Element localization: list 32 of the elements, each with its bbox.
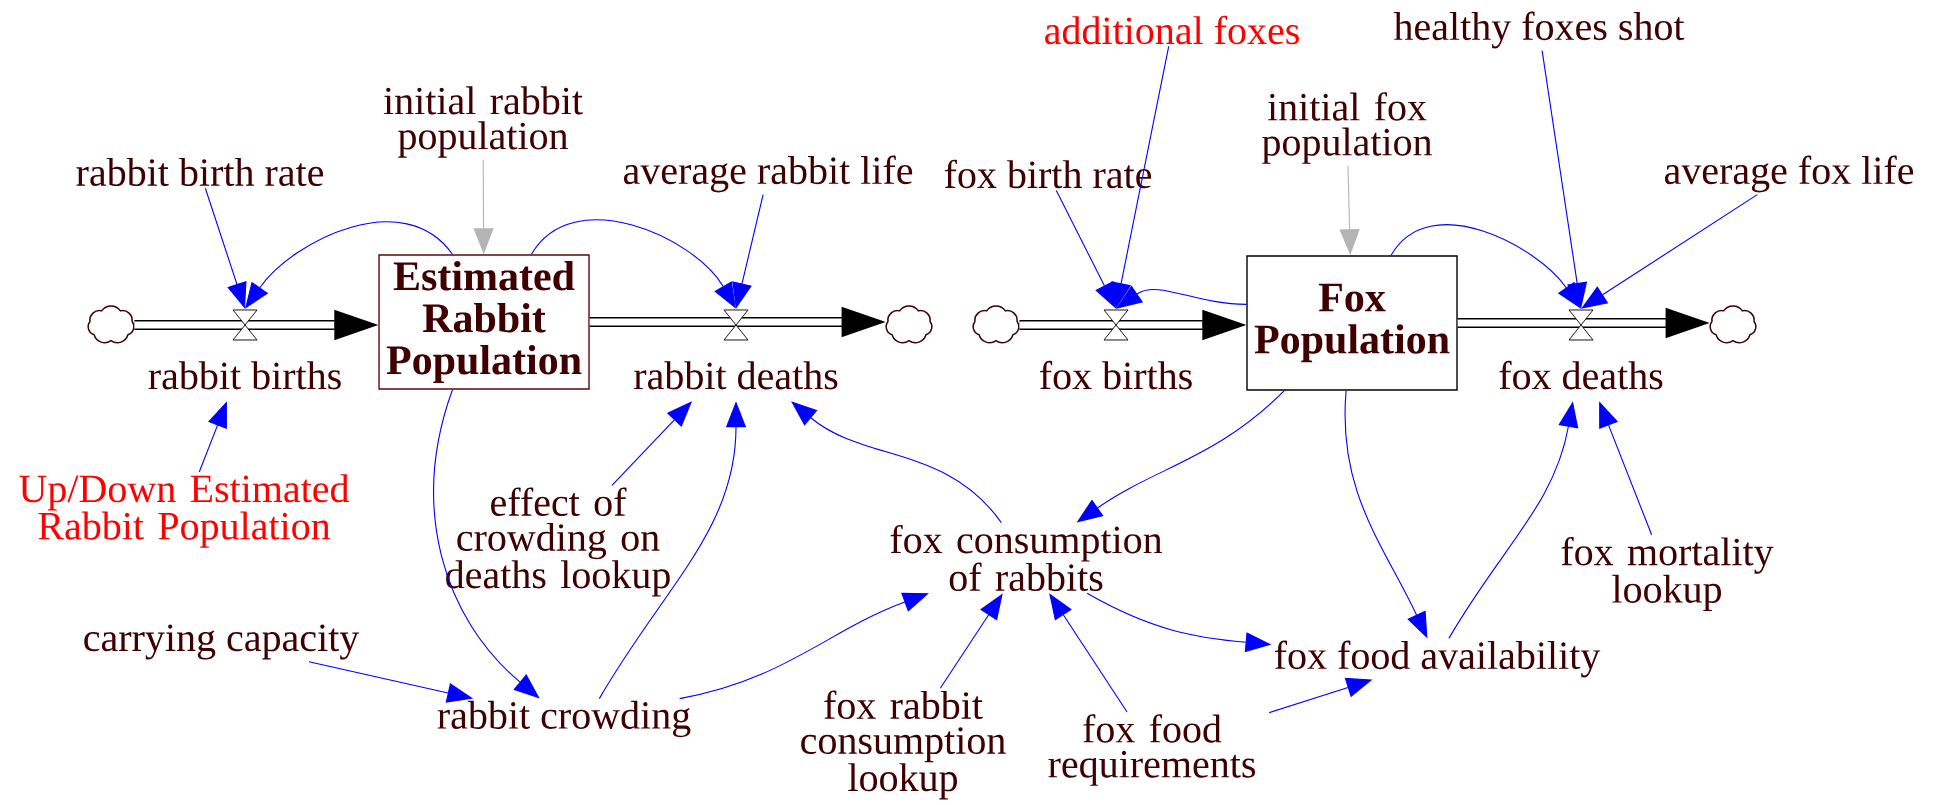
cloud-symbol [885,305,933,344]
variable-label: average rabbit life [623,155,913,193]
variable-label: additional foxes [1045,15,1299,45]
variable-label: initial rabbit population [383,86,583,158]
flow-label: rabbit deaths [634,361,838,390]
arrow [1581,194,1758,309]
cloud-symbol [1709,305,1757,344]
variable-label: initial fox population [1262,92,1432,164]
variable-label: fox food requirements [1048,714,1255,786]
cloud-symbol [972,305,1020,344]
variable-label: fox rabbit consumption lookup [801,690,1006,800]
cloud-symbol [87,305,135,344]
flow-label: fox deaths [1499,360,1663,390]
arrow [679,592,929,700]
variable-label: rabbit crowding [437,700,691,738]
variable-label: average fox life [1664,155,1914,193]
arrow [433,389,540,699]
flow-label: fox births [1040,360,1192,390]
variable-label: fox food availability [1274,640,1601,678]
variable-label: carrying capacity [84,624,360,660]
variable-label: healthy foxes shot [1393,11,1685,49]
variable-label: Up/Down Estimated Rabbit Population [19,474,350,548]
variable-label: fox mortality lookup [1561,536,1774,612]
arrow [791,401,1002,524]
arrow [530,219,736,309]
stock-box: Fox Population [1246,255,1458,391]
variable-label: fox consumption of rabbits [890,524,1163,592]
variable-label: effect of crowding on deaths lookup [446,487,670,597]
stock-box: Estimated Rabbit Population [378,254,590,390]
flow-label: rabbit births [148,361,341,390]
variable-label: rabbit birth rate [76,157,324,187]
arrow [245,221,453,309]
